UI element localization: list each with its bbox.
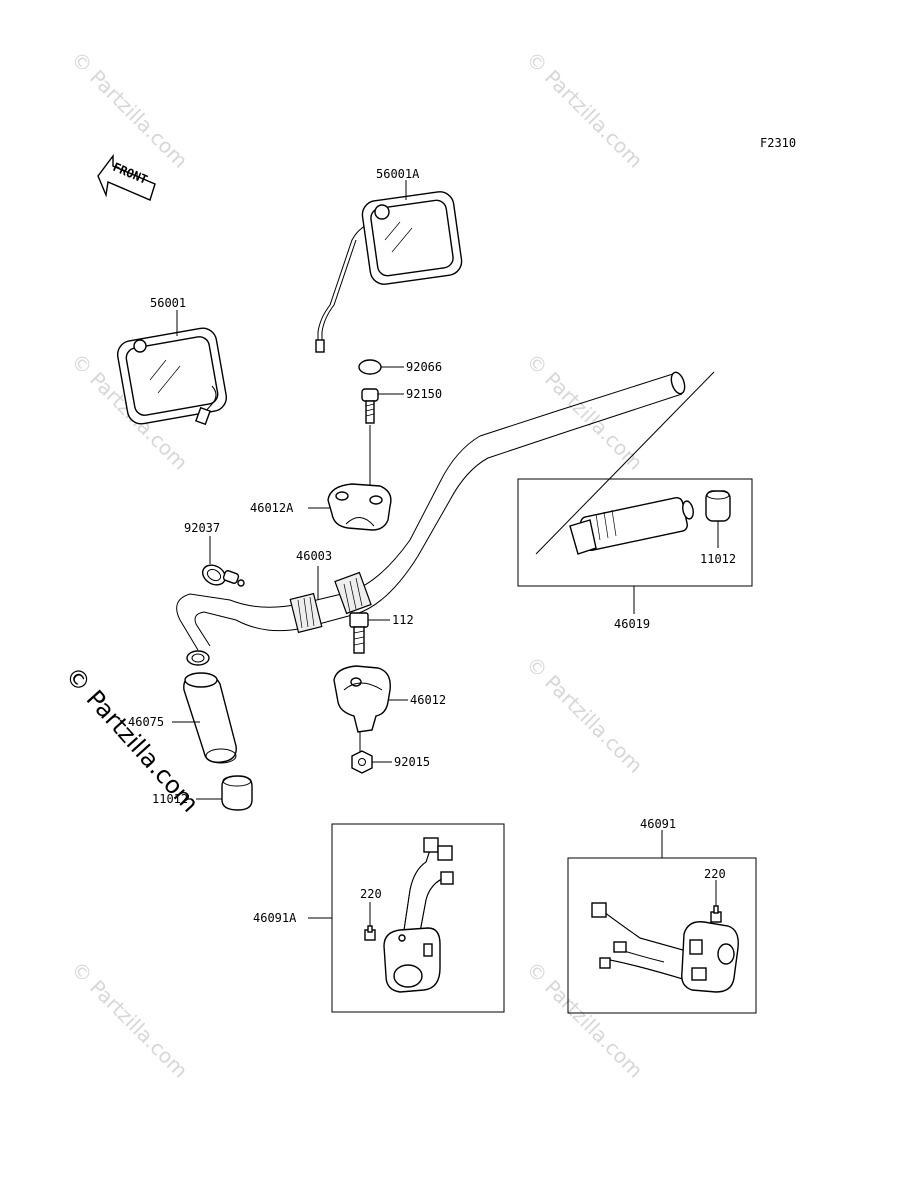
- watermarks: © Partzilla.com © Partzilla.com © Partzi…: [66, 47, 647, 1083]
- mirror-right: [315, 191, 463, 353]
- grip-left: [183, 672, 237, 764]
- grip-end-left: [221, 775, 253, 811]
- callout-11012-right: 11012: [700, 552, 736, 566]
- callout-92037: 92037: [184, 521, 220, 535]
- callout-46003: 46003: [296, 549, 332, 563]
- holder-upper: [327, 483, 392, 531]
- watermark: © Partzilla.com: [66, 47, 192, 173]
- callout-92066: 92066: [406, 360, 442, 374]
- clamp-part: [201, 564, 245, 587]
- holder-lower: [333, 665, 391, 733]
- callout-46075: 46075: [128, 715, 164, 729]
- callout-220-left: 220: [360, 887, 382, 901]
- watermark: © Partzilla.com: [521, 47, 647, 173]
- mirror-left: [116, 327, 228, 426]
- callout-46091: 46091: [640, 817, 676, 831]
- grip-assy-box: [517, 371, 753, 587]
- front-arrow-icon: FRONT: [97, 153, 156, 201]
- callout-92150: 92150: [406, 387, 442, 401]
- callout-56001A: 56001A: [376, 167, 420, 181]
- nut-part: [351, 750, 373, 774]
- switch-right-box: [567, 857, 757, 1014]
- figure-code: F2310: [760, 136, 796, 150]
- callout-56001: 56001: [150, 296, 186, 310]
- watermark: © Partzilla.com: [521, 652, 647, 778]
- switch-left-box: [331, 823, 505, 1013]
- callout-11012-left: 11012: [152, 792, 188, 806]
- watermark-prominent: © Partzilla.com: [60, 661, 205, 817]
- callout-220-right: 220: [704, 867, 726, 881]
- callout-46019: 46019: [614, 617, 650, 631]
- watermark-dark: © Partzilla.com: [60, 661, 205, 817]
- bolt-lower: [349, 612, 369, 654]
- callout-46012A: 46012A: [250, 501, 294, 515]
- watermark: © Partzilla.com: [521, 957, 647, 1083]
- callout-112: 112: [392, 613, 414, 627]
- callout-92015: 92015: [394, 755, 430, 769]
- callout-46012: 46012: [410, 693, 446, 707]
- bolt-top: [361, 388, 379, 424]
- callout-46091A: 46091A: [253, 911, 297, 925]
- watermark: © Partzilla.com: [66, 957, 192, 1083]
- cap-part: [358, 359, 382, 375]
